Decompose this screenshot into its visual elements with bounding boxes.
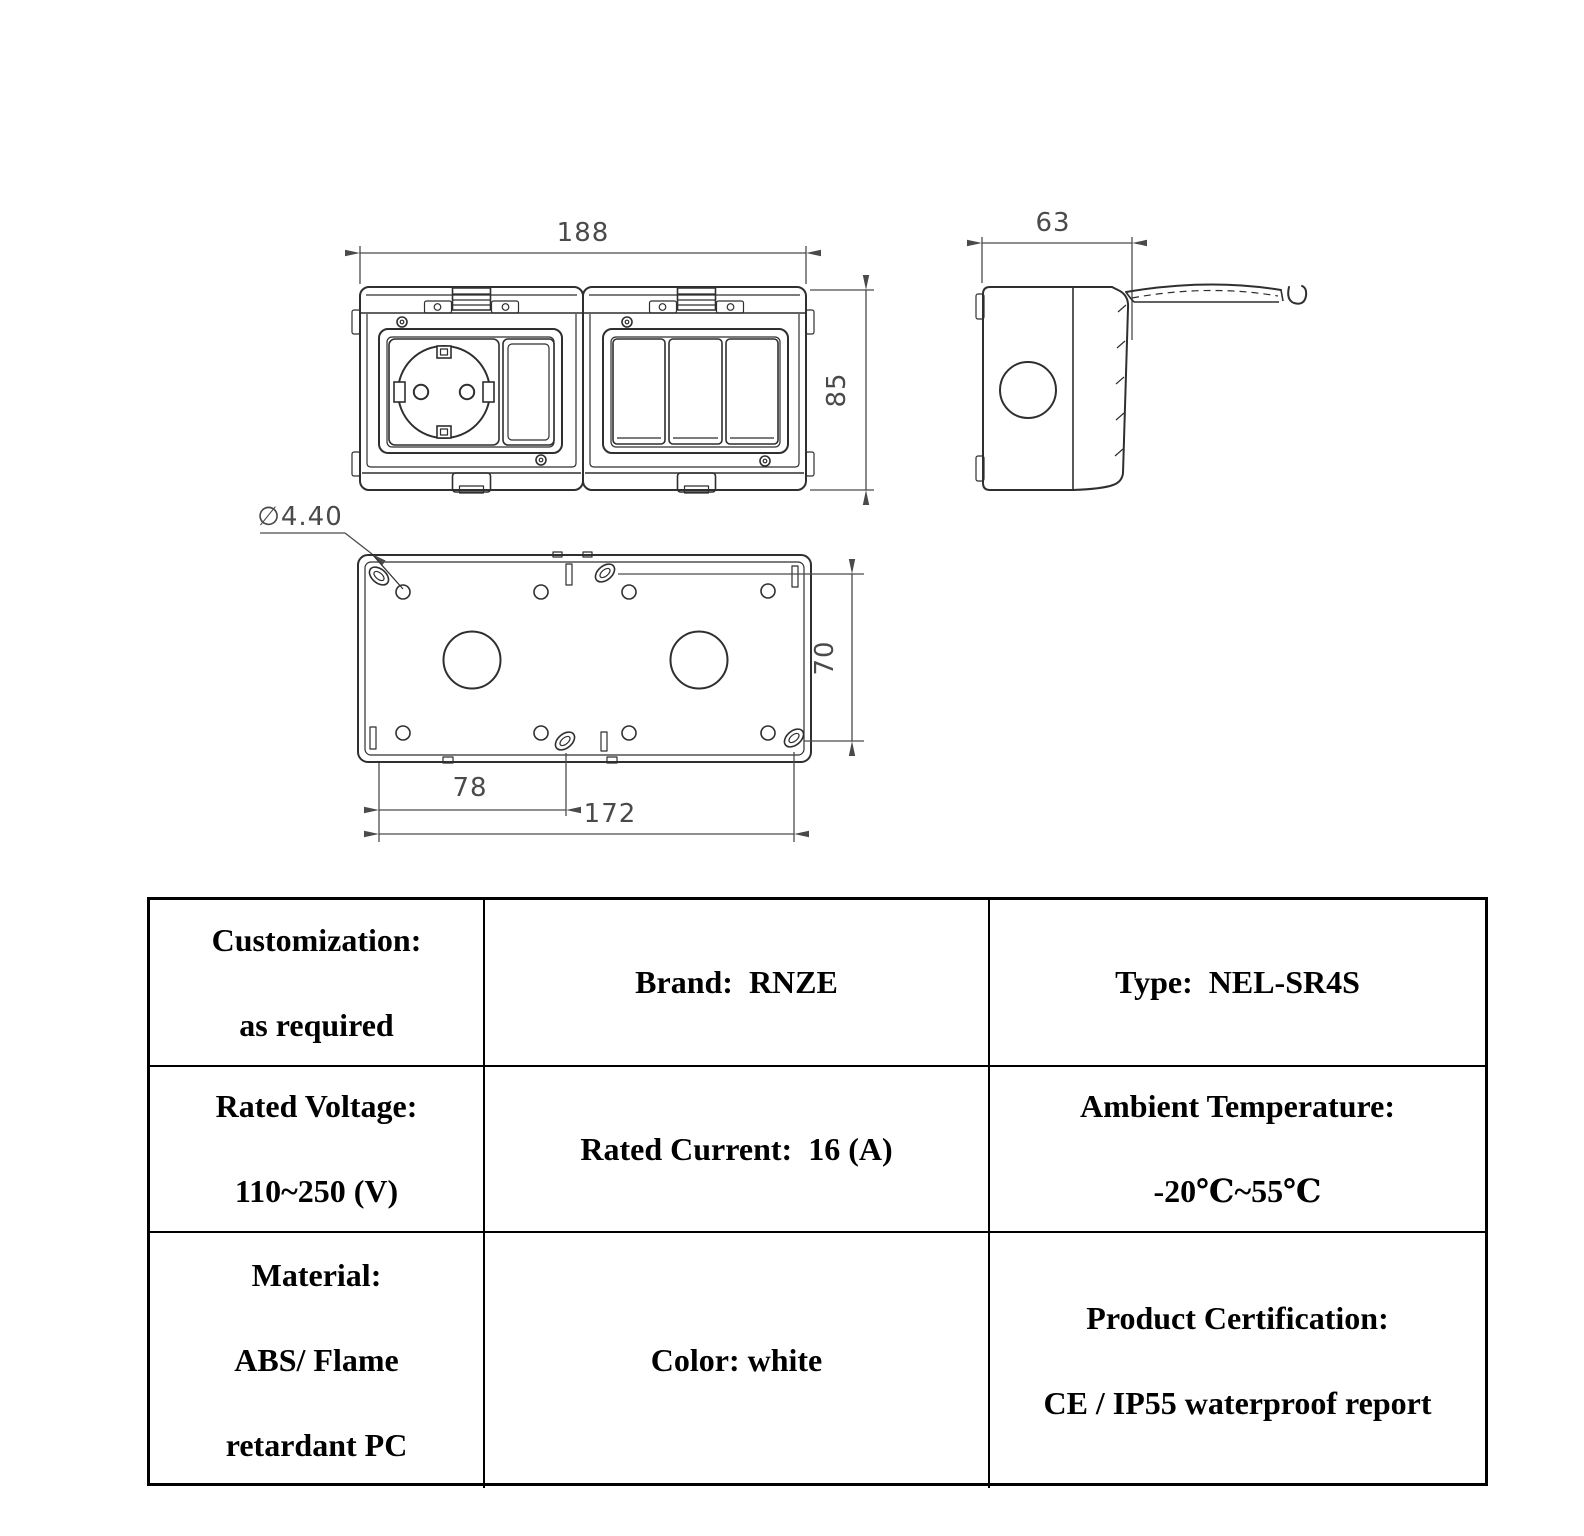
dimension-back-78: 78 — [364, 753, 581, 842]
spec-cell-customization: Customization: as required — [150, 900, 485, 1067]
earth-clip-top — [436, 345, 452, 359]
clip-slots — [369, 551, 799, 764]
spec-line: CE / IP55 waterproof report — [1043, 1384, 1432, 1421]
dimension-back-70: 70 — [618, 559, 864, 756]
technical-drawing: 188 85 — [257, 208, 1308, 842]
spec-line: -20℃~55℃ — [1153, 1173, 1322, 1209]
spec-cell-type: Type: NEL-SR4S — [990, 900, 1485, 1067]
dimension-height-85: 85 — [810, 275, 874, 505]
socket-well — [397, 345, 491, 439]
side-view: 63 — [967, 208, 1308, 491]
back-plate — [357, 554, 812, 763]
spec-cell-rated-current: Rated Current: 16 (A) — [485, 1067, 990, 1233]
dimension-label-diameter: ∅4.40 — [257, 502, 343, 532]
cable-entry-knockout — [999, 361, 1057, 419]
dimension-label-85: 85 — [822, 372, 852, 407]
side-body — [982, 286, 1113, 491]
mounting-slots — [368, 563, 805, 751]
spec-line: Material: — [251, 1257, 382, 1293]
side-front-face — [1072, 286, 1130, 491]
spec-line: Customization: — [211, 921, 422, 958]
spec-table: Customization: as required Brand: RNZE T… — [147, 897, 1488, 1488]
dimension-back-172: 172 — [364, 752, 809, 842]
back-view: ∅4.40 70 78 172 — [257, 502, 864, 842]
lid-hinge-right — [648, 287, 745, 314]
screw-holes — [395, 583, 776, 741]
dimension-label-188: 188 — [557, 218, 610, 248]
socket-unit-outline — [351, 286, 815, 491]
leader-hole-diameter: ∅4.40 — [257, 502, 404, 590]
lid-screws — [396, 316, 771, 467]
lid-latches — [451, 472, 717, 494]
pin-hole-right — [458, 383, 476, 401]
open-lid — [1125, 283, 1308, 305]
spec-line: Color: white — [650, 1342, 823, 1378]
spec-cell-product-certification: Product Certification: CE / IP55 waterpr… — [990, 1233, 1485, 1488]
spec-cell-material: Material: ABS/ Flame retardant PC — [150, 1233, 485, 1488]
switch-rocker-2 — [668, 338, 723, 445]
switch-rocker-3 — [725, 338, 779, 445]
spec-line: Ambient Temperature: — [1080, 1088, 1395, 1124]
spec-line: 110~250 (V) — [234, 1173, 399, 1209]
spec-cell-ambient-temperature: Ambient Temperature: -20℃~55℃ — [990, 1067, 1485, 1233]
spec-cell-rated-voltage: Rated Voltage: 110~250 (V) — [150, 1067, 485, 1233]
spec-line: as required — [239, 1006, 394, 1043]
spec-line: Type: NEL-SR4S — [1115, 964, 1360, 1000]
back-knockout-right — [669, 630, 729, 690]
triple-switch-module — [602, 328, 789, 454]
front-face-hatching — [1114, 304, 1127, 457]
spec-line: Product Certification: — [1086, 1299, 1389, 1336]
dimension-label-63: 63 — [1035, 208, 1070, 238]
dimension-depth-63: 63 — [967, 208, 1147, 340]
spec-line: Rated Voltage: — [215, 1088, 418, 1124]
pin-hole-left — [412, 383, 430, 401]
dimension-width-188: 188 — [345, 218, 821, 284]
front-view: 188 85 — [345, 218, 874, 505]
earth-clip-bottom — [436, 425, 452, 439]
schuko-socket-module — [378, 328, 563, 454]
lid-hinge-left — [423, 287, 520, 314]
spec-line: retardant PC — [225, 1427, 408, 1463]
dimension-label-70: 70 — [810, 640, 840, 675]
lid-hook — [1287, 285, 1308, 305]
spec-line: Brand: RNZE — [635, 964, 838, 1000]
spec-cell-color: Color: white — [485, 1233, 990, 1488]
switch-rocker-1 — [612, 338, 666, 445]
dimension-label-78: 78 — [452, 773, 487, 803]
spec-line: Rated Current: 16 (A) — [580, 1130, 893, 1167]
dimension-label-172: 172 — [584, 799, 637, 829]
back-knockout-left — [442, 630, 502, 690]
spec-cell-brand: Brand: RNZE — [485, 900, 990, 1067]
spec-line: ABS/ Flame — [234, 1342, 399, 1378]
